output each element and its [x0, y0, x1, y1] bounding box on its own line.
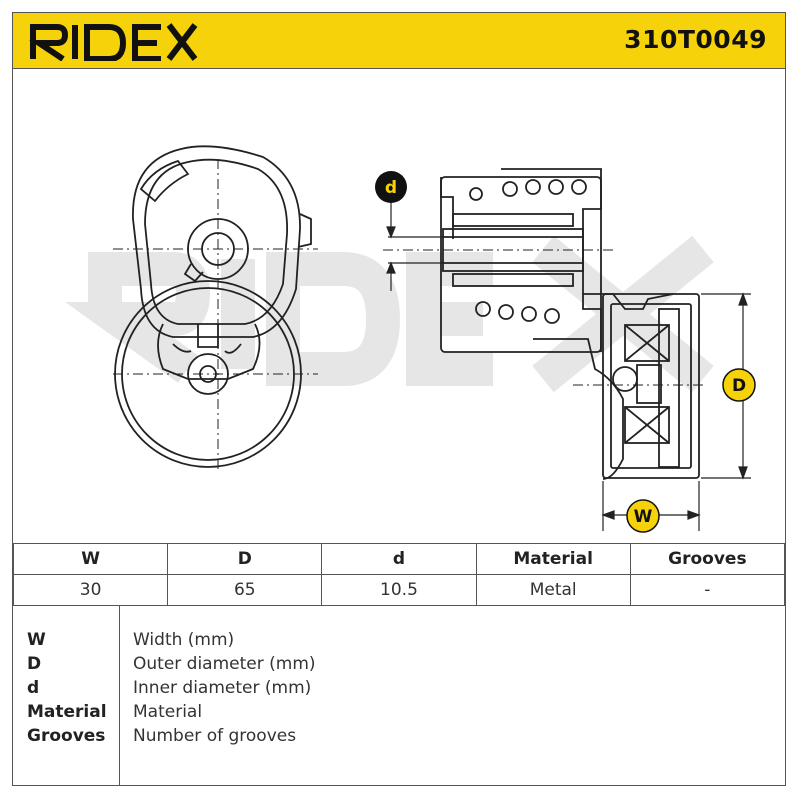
- specs-header-row: W D d Material Grooves: [12, 543, 786, 575]
- specs-header-d-inner: d: [321, 543, 477, 575]
- label-d-outer: D: [722, 368, 756, 402]
- specs-header-grooves: Grooves: [629, 543, 786, 575]
- specs-table: W D d Material Grooves 30 65 10.5 Metal …: [12, 543, 786, 606]
- legend-desc: Number of grooves: [133, 726, 297, 746]
- specs-header-d-outer: D: [167, 543, 323, 575]
- part-number: 310T0049: [624, 25, 767, 54]
- legend-row: Material Material: [13, 702, 785, 726]
- label-width-text: W: [634, 507, 653, 527]
- legend-key: d: [27, 678, 40, 698]
- specs-value-grooves: -: [629, 574, 786, 606]
- specs-value-w: 30: [12, 574, 169, 606]
- legend-key: W: [27, 630, 46, 650]
- header-bar: 310T0049: [13, 13, 785, 69]
- centerlines-front: [113, 159, 318, 471]
- legend-desc: Inner diameter (mm): [133, 678, 312, 698]
- legend-row: D Outer diameter (mm): [13, 654, 785, 678]
- label-d-outer-text: D: [732, 376, 746, 396]
- specs-header-w: W: [12, 543, 169, 575]
- legend-key: D: [27, 654, 42, 674]
- legend-divider: [119, 606, 120, 786]
- legend-key: Material: [27, 702, 107, 722]
- label-width: W: [626, 499, 660, 533]
- ridex-logo: [29, 23, 198, 61]
- legend-row: Grooves Number of grooves: [13, 726, 785, 750]
- specs-value-row: 30 65 10.5 Metal -: [12, 574, 786, 606]
- specs-header-material: Material: [475, 543, 631, 575]
- legend-desc: Outer diameter (mm): [133, 654, 316, 674]
- legend-key: Grooves: [27, 726, 106, 746]
- label-d-small-text: d: [385, 178, 397, 198]
- legend-row: W Width (mm): [13, 630, 785, 654]
- legend-section: W Width (mm) D Outer diameter (mm) d Inn…: [13, 606, 785, 786]
- product-sheet: 310T0049: [12, 12, 786, 786]
- legend-desc: Material: [133, 702, 203, 722]
- tensioner-section-view: [440, 168, 700, 480]
- centerlines-section: [383, 249, 703, 386]
- legend-desc: Width (mm): [133, 630, 235, 650]
- legend-row: d Inner diameter (mm): [13, 678, 785, 702]
- technical-drawing: d D W: [64, 145, 756, 533]
- label-d-small: d: [375, 171, 407, 203]
- specs-value-d-inner: 10.5: [321, 574, 477, 606]
- specs-value-material: Metal: [475, 574, 631, 606]
- specs-value-d-outer: 65: [167, 574, 323, 606]
